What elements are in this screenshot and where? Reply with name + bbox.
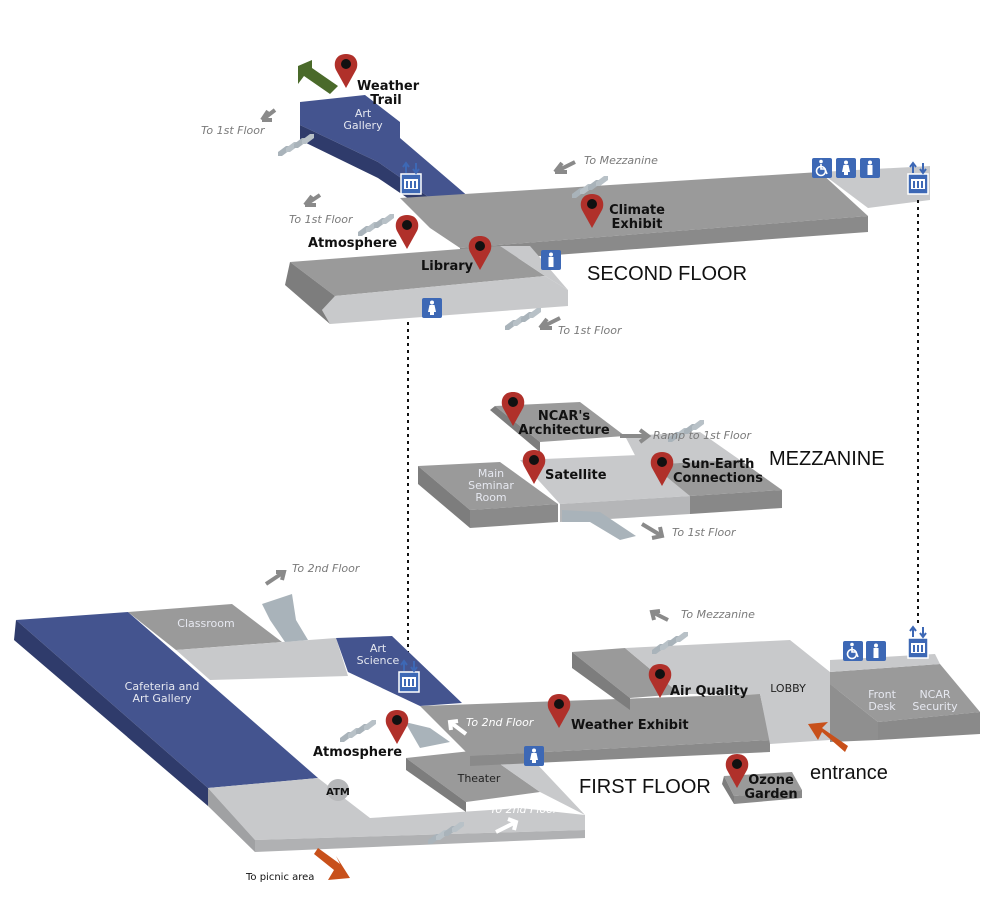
direction-arrow-icon (640, 522, 665, 540)
seminar-room[interactable] (418, 462, 558, 510)
room-label: Desk (868, 700, 896, 713)
pin-label: Air Quality (670, 684, 749, 699)
room-label: Gallery (343, 119, 383, 132)
first-floor: Atmosphere Weather Exhibit Air Quality O… (14, 562, 980, 883)
art-science-room[interactable] (336, 636, 462, 706)
direction-arrow-icon (260, 108, 277, 122)
direction-label: To 1st Floor (672, 526, 737, 539)
mens-restroom-icon (866, 641, 886, 661)
direction-arrow-icon (553, 160, 576, 174)
pin-label: Garden (744, 787, 797, 802)
mezzanine: NCAR's Architecture Satellite Sun-Earth … (418, 392, 885, 540)
accessible-restroom-icon (811, 157, 833, 179)
second-floor-hall[interactable] (400, 172, 868, 248)
room-label: Cafeteria and (125, 680, 200, 693)
direction-label: To 2nd Floor (292, 562, 361, 575)
pin-label: NCAR's (538, 409, 590, 424)
direction-arrow-icon (495, 817, 519, 834)
room-label: Front (868, 688, 897, 701)
pin-label: Exhibit (612, 217, 663, 232)
theater-room[interactable] (406, 750, 540, 802)
stairs-icon (278, 134, 314, 156)
pin-label: Architecture (518, 423, 610, 438)
direction-label: To Mezzanine (584, 154, 658, 167)
entrance-arrow-icon (808, 722, 848, 752)
stairs-icon (405, 722, 450, 748)
direction-arrow-icon (314, 848, 350, 880)
pin-label: Connections (673, 471, 763, 486)
direction-arrow-icon (298, 60, 338, 94)
direction-label: To 1st Floor (201, 124, 266, 137)
room-label: Classroom (177, 617, 234, 630)
classroom-room[interactable] (128, 604, 282, 650)
art-gallery-room[interactable] (300, 95, 470, 205)
elevator-icon (907, 626, 929, 659)
direction-label: To 2nd Floor (490, 803, 559, 816)
room-label: Seminar (468, 479, 514, 492)
womens-restroom-icon (422, 298, 442, 318)
direction-label: Ramp to 1st Floor (653, 429, 753, 442)
pin-label: Weather (357, 79, 420, 94)
direction-label: To picnic area (245, 872, 314, 883)
room-label: Science (357, 654, 400, 667)
pin-label: Atmosphere (308, 236, 397, 251)
floor-title: SECOND FLOOR (587, 263, 747, 285)
satellite-room[interactable] (520, 455, 690, 504)
mens-restroom-icon (860, 158, 880, 178)
room-label: Art (355, 107, 372, 120)
direction-label: To 1st Floor (289, 213, 354, 226)
direction-arrow-icon (303, 193, 322, 207)
room-label: Art Gallery (132, 692, 192, 705)
direction-arrow-icon (649, 609, 669, 622)
first-floor-hall[interactable] (420, 694, 770, 756)
pin-label: Atmosphere (313, 745, 402, 760)
room-label: Theater (457, 772, 501, 785)
map-pin-icon[interactable] (334, 54, 358, 88)
pin-label: Satellite (545, 468, 607, 483)
room-label: Art (370, 642, 387, 655)
pin-label: Sun-Earth (682, 457, 755, 472)
pin-label: Library (421, 259, 474, 274)
direction-label: To Mezzanine (681, 608, 755, 621)
floor-title: MEZZANINE (769, 448, 885, 470)
womens-restroom-icon (524, 746, 544, 766)
lobby[interactable] (625, 640, 840, 744)
womens-restroom-icon (836, 158, 856, 178)
mens-restroom-icon (541, 250, 561, 270)
pin-label: Climate (609, 203, 665, 218)
stairs-icon (262, 594, 308, 642)
direction-arrow-icon (447, 719, 468, 736)
direction-arrow-icon (620, 428, 652, 444)
accessible-restroom-icon (842, 640, 864, 662)
direction-label: To 2nd Floor (466, 716, 535, 729)
second-floor: Weather Trail Climate Exhibit Atmosphere… (201, 54, 930, 337)
room-label: Room (475, 491, 506, 504)
ozone-garden[interactable] (724, 772, 802, 796)
stairs-icon (505, 308, 541, 330)
pin-label: Weather Exhibit (571, 718, 689, 733)
map-pin-icon[interactable] (385, 710, 409, 744)
stairs-icon (358, 214, 394, 236)
room-label: Security (912, 700, 958, 713)
room-label: ATM (326, 787, 350, 798)
stairs-icon (562, 510, 636, 540)
cafeteria-room[interactable] (16, 612, 318, 788)
direction-arrow-icon (538, 316, 561, 330)
pin-label: Trail (370, 93, 402, 108)
floor-title: FIRST FLOOR (579, 776, 711, 798)
map-pin-icon[interactable] (395, 215, 419, 249)
room-label: LOBBY (770, 682, 806, 695)
pin-label: Ozone (748, 773, 794, 788)
direction-label: To 1st Floor (558, 324, 623, 337)
stairs-icon (340, 720, 376, 742)
direction-arrow-icon (264, 570, 287, 586)
front-desk-room[interactable] (830, 664, 980, 722)
entrance-label: entrance (810, 762, 888, 784)
room-label: Main (478, 467, 504, 480)
room-label: NCAR (919, 688, 950, 701)
atm-marker[interactable] (327, 779, 349, 801)
